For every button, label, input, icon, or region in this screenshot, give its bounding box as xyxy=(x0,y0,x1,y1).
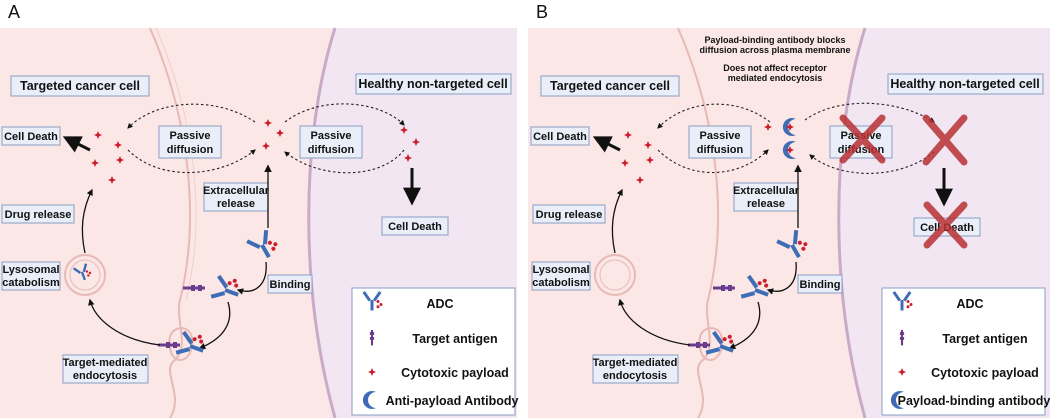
legend-a-antibody: Anti-payload Antibody xyxy=(386,394,519,408)
lysosomal-b-line2: catabolism xyxy=(532,277,590,289)
passive-diffusion-right-line2: diffusion xyxy=(308,144,355,156)
extracellular-b-line2: release xyxy=(747,198,785,210)
healthy-cell-label-b: Healthy non-targeted cell xyxy=(890,77,1039,91)
panel-a: A Targeted cancer cell Healthy non-targe… xyxy=(0,2,518,418)
drug-release-label: Drug release xyxy=(5,209,72,221)
note1-line1: Payload-binding antibody blocks xyxy=(704,35,845,45)
legend-b-antigen: Target antigen xyxy=(942,332,1027,346)
block-cross-payload xyxy=(922,114,968,166)
legend-a-payload: Cytotoxic payload xyxy=(401,366,509,380)
block-cross-diffusion xyxy=(839,114,886,164)
lysosome-b xyxy=(594,254,636,296)
extracellular-line2: release xyxy=(217,198,255,210)
legend-a-antigen: Target antigen xyxy=(412,332,497,346)
cancer-membrane-a xyxy=(149,27,191,418)
binding-label: Binding xyxy=(270,279,311,291)
cell-death-label-right: Cell Death xyxy=(388,221,442,233)
note2-line1: Does not affect receptor xyxy=(723,63,827,73)
binding-label-b: Binding xyxy=(800,279,841,291)
lysosomal-line2: catabolism xyxy=(2,277,60,289)
endocytosis-line1: Target-mediated xyxy=(63,357,148,369)
legend-b-antibody: Payload-binding antibody xyxy=(898,394,1050,408)
legend-a: ADC Target antigen Cytotoxic payload Ant… xyxy=(351,287,519,416)
passive-diffusion-left-line1: Passive xyxy=(170,130,211,142)
lysosomal-b-line1: Lysosomal xyxy=(532,264,589,276)
legend-a-adc: ADC xyxy=(426,297,453,311)
panel-b-letter: B xyxy=(536,2,548,22)
legend-b-payload: Cytotoxic payload xyxy=(931,366,1039,380)
passive-diffusion-right-line1: Passive xyxy=(311,130,352,142)
targeted-cancer-cell-label: Targeted cancer cell xyxy=(20,79,140,93)
passive-left-b-line1: Passive xyxy=(700,130,741,142)
healthy-membrane-a xyxy=(307,27,337,418)
cell-death-label-left: Cell Death xyxy=(4,131,58,143)
endocytosis-line2: endocytosis xyxy=(73,370,137,382)
note1-line2: diffusion across plasma membrane xyxy=(699,45,850,55)
lysosome xyxy=(64,254,106,296)
note2-line2: mediated endocytosis xyxy=(728,73,823,83)
lysosomal-line1: Lysosomal xyxy=(2,264,59,276)
panel-a-letter: A xyxy=(8,2,20,22)
passive-left-b-line2: diffusion xyxy=(697,144,744,156)
death-arrow-left xyxy=(62,136,91,153)
block-cross-death xyxy=(923,201,968,249)
extracellular-b-line1: Extracellular xyxy=(733,185,800,197)
endocytosis-b-line2: endocytosis xyxy=(603,370,667,382)
panel-b: B Payload-binding antibody blocks diffus… xyxy=(528,2,1050,418)
legend-b-adc: ADC xyxy=(956,297,983,311)
drug-release-b: Drug release xyxy=(536,209,603,221)
legend-b: ADC Target antigen Cytotoxic payload Pay… xyxy=(881,287,1050,416)
passive-diffusion-left-line2: diffusion xyxy=(167,144,214,156)
cell-death-left-b: Cell Death xyxy=(533,131,587,143)
targeted-cancer-cell-label-b: Targeted cancer cell xyxy=(550,79,670,93)
endocytosis-b-line1: Target-mediated xyxy=(593,357,678,369)
extracellular-line1: Extracellular xyxy=(203,185,270,197)
healthy-cell-label: Healthy non-targeted cell xyxy=(358,77,507,91)
